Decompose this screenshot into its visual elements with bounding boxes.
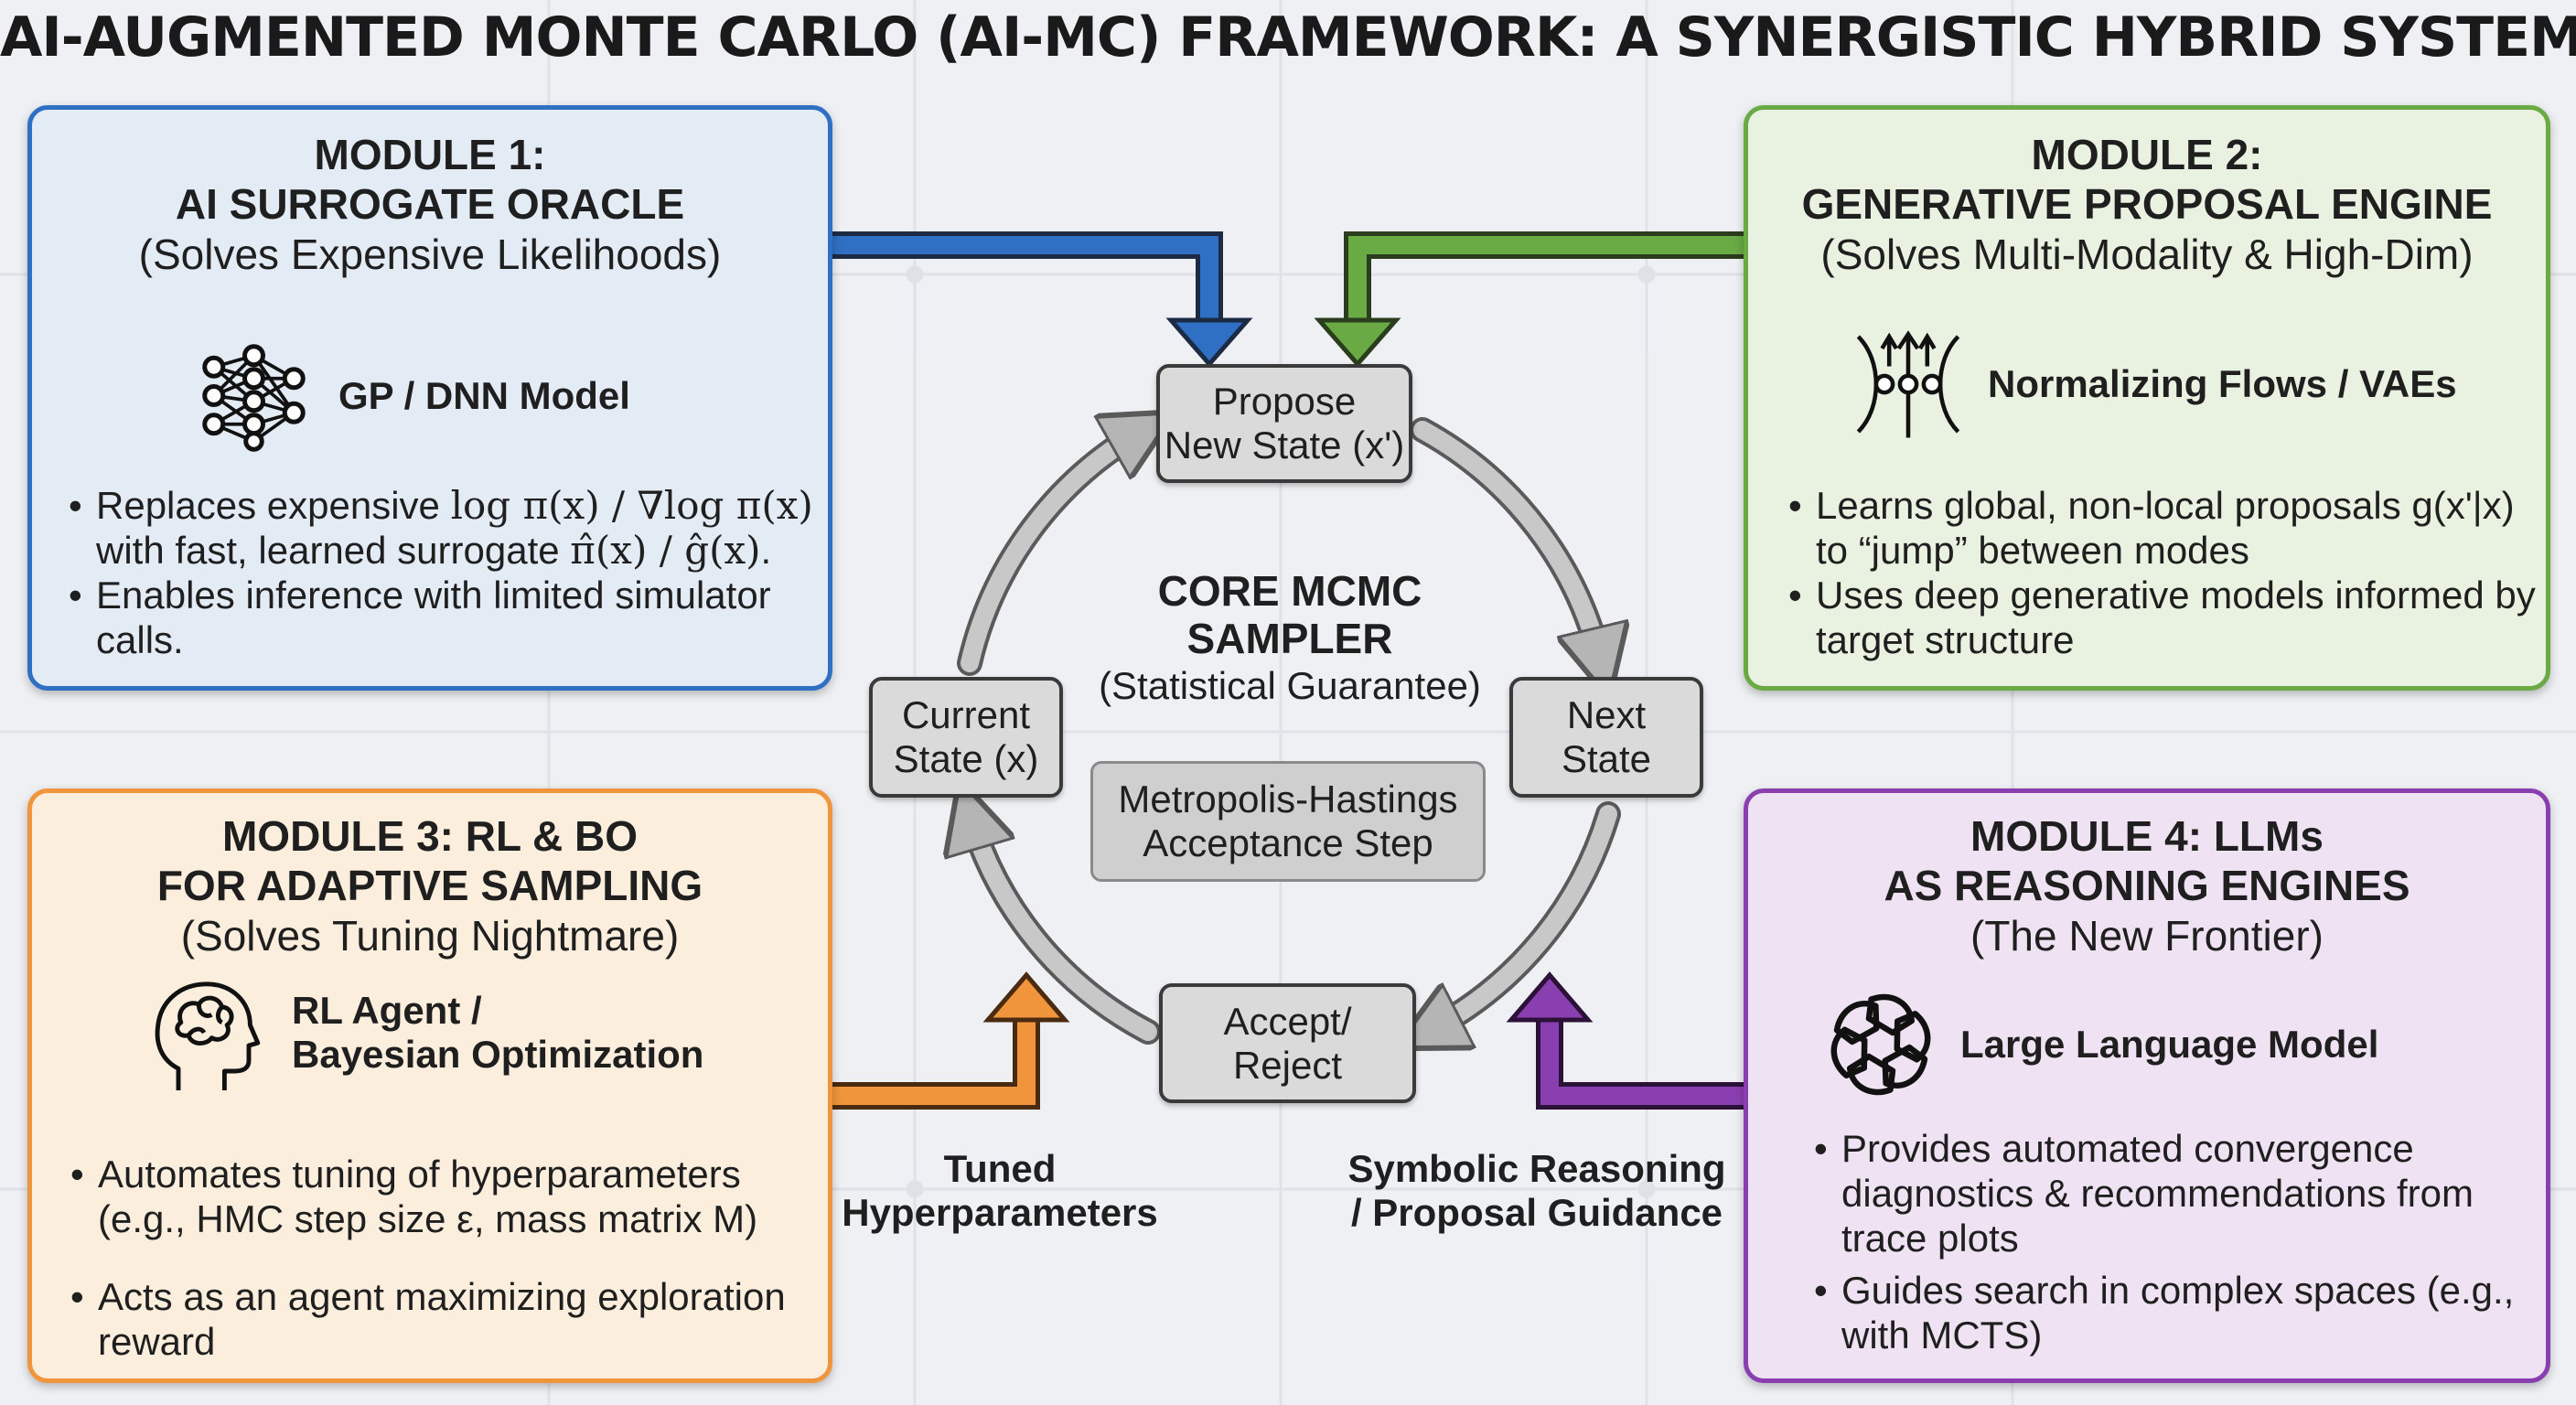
node-accept-line2: Reject	[1232, 1043, 1343, 1087]
module-3-bullet-2: Acts as an agent maximizing exploration …	[70, 1274, 821, 1364]
bullet-text: .	[760, 529, 772, 572]
node-propose-line1: Propose	[1212, 380, 1357, 423]
bullet-math-surrogate: π̂(x) / ĝ(x)	[570, 528, 761, 573]
module-4-subtitle: (The New Frontier)	[1970, 912, 2324, 960]
node-current-line2: State (x)	[893, 737, 1039, 780]
module-2-bullet-1: Learns global, non-local proposals g(x'|…	[1788, 483, 2538, 573]
module-3-heading-line1: MODULE 3: RL & BO	[221, 812, 639, 860]
module-2-bullets: Learns global, non-local proposals g(x'|…	[1788, 483, 2538, 662]
node-propose-new-state: Propose New State (x')	[1156, 364, 1412, 483]
module-2-subtitle: (Solves Multi-Modality & High-Dim)	[1820, 231, 2474, 278]
flow-label-sym-line2: / Proposal Guidance	[1350, 1191, 1723, 1234]
node-current-line1: Current	[901, 693, 1031, 736]
neural-network-icon	[202, 344, 306, 452]
bullet-text: Replaces expensive	[96, 484, 451, 527]
flow-label-tuned-hyperparameters: Tuned Hyperparameters	[840, 1147, 1160, 1235]
module-4-bullets: Provides automated convergence diagnosti…	[1814, 1126, 2537, 1357]
node-next-state: Next State	[1509, 677, 1703, 798]
module-1-bullet-1: Replaces expensive log π(x) / ∇log π(x) …	[69, 483, 819, 573]
module-3-tech-labels: RL Agent / Bayesian Optimization	[292, 989, 703, 1077]
node-current-state: Current State (x)	[869, 677, 1063, 798]
connector-module1	[832, 231, 1253, 368]
metropolis-hastings-box: Metropolis-Hastings Acceptance Step	[1090, 761, 1486, 882]
module-4-heading-line2: AS REASONING ENGINES	[1884, 862, 2410, 909]
module-3-panel: MODULE 3: RL & BO FOR ADAPTIVE SAMPLING …	[27, 788, 832, 1383]
module-1-heading: MODULE 1: AI SURROGATE ORACLE (Solves Ex…	[32, 130, 828, 280]
module-2-panel: MODULE 2: GENERATIVE PROPOSAL ENGINE (So…	[1744, 105, 2550, 691]
core-subtitle: (Statistical Guarantee)	[1099, 664, 1481, 707]
module-1-heading-line2: AI SURROGATE ORACLE	[175, 180, 685, 228]
module-4-tech-label: Large Language Model	[1960, 1023, 2379, 1066]
mh-line2: Acceptance Step	[1143, 821, 1433, 864]
mh-line1: Metropolis-Hastings	[1118, 778, 1458, 820]
node-next-line1: Next	[1566, 693, 1647, 736]
module-1-tech: GP / DNN Model	[197, 338, 630, 453]
module-4-heading: MODULE 4: LLMs AS REASONING ENGINES (The…	[1748, 811, 2546, 961]
module-2-bullet-2: Uses deep generative models informed by …	[1788, 573, 2538, 662]
flow-label-tuned-line2: Hyperparameters	[842, 1191, 1158, 1234]
module-4-tech: Large Language Model	[1821, 985, 2378, 1104]
module-3-bullet-1: Automates tuning of hyperparameters (e.g…	[70, 1152, 821, 1241]
module-4-bullet-1: Provides automated convergence diagnosti…	[1814, 1126, 2537, 1260]
flow-label-sym-line1: Symbolic Reasoning	[1347, 1147, 1726, 1190]
module-1-panel: MODULE 1: AI SURROGATE ORACLE (Solves Ex…	[27, 105, 832, 691]
module-1-heading-line1: MODULE 1:	[314, 131, 546, 178]
module-3-heading: MODULE 3: RL & BO FOR ADAPTIVE SAMPLING …	[32, 811, 828, 961]
flow-label-tuned-line1: Tuned	[943, 1147, 1057, 1190]
module-3-bullets: Automates tuning of hyperparameters (e.g…	[70, 1152, 821, 1364]
normalizing-flow-icon	[1856, 330, 1960, 438]
flow-label-symbolic-reasoning: Symbolic Reasoning / Proposal Guidance	[1345, 1147, 1729, 1235]
module-1-bullets: Replaces expensive log π(x) / ∇log π(x) …	[69, 483, 819, 662]
module-3-tech: RL Agent / Bayesian Optimization	[140, 969, 703, 1097]
connector-module3	[832, 971, 1070, 1110]
llm-knot-icon	[1830, 993, 1931, 1096]
module-1-tech-label: GP / DNN Model	[338, 373, 630, 417]
brain-head-icon	[155, 981, 261, 1090]
module-3-subtitle: (Solves Tuning Nightmare)	[180, 912, 680, 960]
node-propose-line2: New State (x')	[1164, 424, 1405, 467]
page-title: AI-AUGMENTED MONTE CARLO (AI-MC) FRAMEWO…	[0, 5, 2576, 70]
module-2-tech: Normalizing Flows / VAEs	[1849, 325, 2457, 444]
bullet-math-logpi: log π(x) / ∇log π(x)	[450, 483, 813, 528]
connector-module4	[1506, 971, 1744, 1110]
module-3-tech-label-1: RL Agent /	[292, 989, 482, 1032]
module-1-bullet-2: Enables inference with limited simulator…	[69, 573, 819, 662]
module-3-heading-line2: FOR ADAPTIVE SAMPLING	[156, 862, 703, 909]
connector-module2	[1314, 231, 1744, 368]
module-2-heading-line1: MODULE 2:	[2031, 131, 2263, 178]
module-4-bullet-2: Guides search in complex spaces (e.g., w…	[1814, 1268, 2537, 1357]
bullet-text: with fast, learned surrogate	[96, 529, 571, 572]
core-sampler-label: CORE MCMC SAMPLER (Statistical Guarantee…	[1070, 567, 1509, 710]
module-2-heading-line2: GENERATIVE PROPOSAL ENGINE	[1801, 180, 2493, 228]
core-title-line1: CORE MCMC	[1157, 567, 1422, 615]
module-4-heading-line1: MODULE 4: LLMs	[1970, 812, 2324, 860]
node-next-line2: State	[1561, 737, 1652, 780]
module-2-tech-label: Normalizing Flows / VAEs	[1988, 362, 2457, 405]
module-2-heading: MODULE 2: GENERATIVE PROPOSAL ENGINE (So…	[1748, 130, 2546, 280]
module-4-panel: MODULE 4: LLMs AS REASONING ENGINES (The…	[1744, 788, 2550, 1383]
core-title-line2: SAMPLER	[1186, 615, 1393, 662]
mcmc-cycle	[970, 430, 1608, 1032]
module-1-subtitle: (Solves Expensive Likelihoods)	[138, 231, 722, 278]
node-accept-reject: Accept/ Reject	[1159, 983, 1416, 1103]
node-accept-line1: Accept/	[1223, 999, 1352, 1043]
module-3-tech-label-2: Bayesian Optimization	[292, 1033, 704, 1076]
